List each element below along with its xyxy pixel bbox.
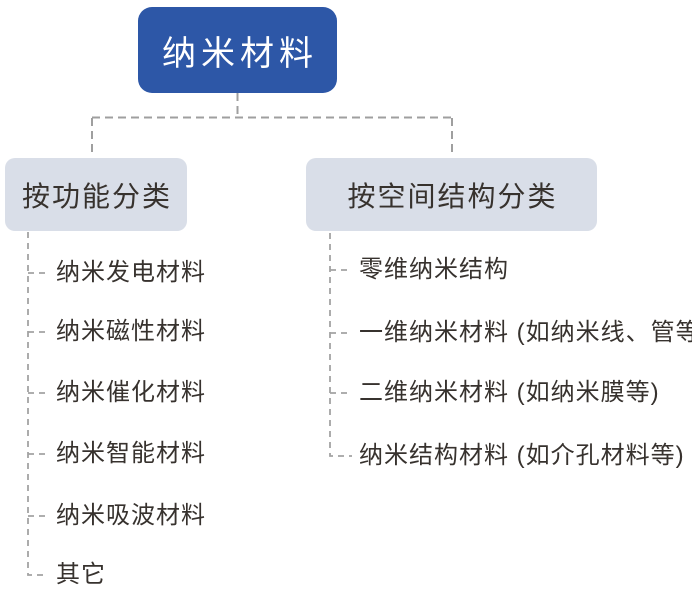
leaf-item: 纳米吸波材料 (56, 502, 206, 529)
leaf-item: 纳米磁性材料 (56, 318, 206, 345)
leaf-item: 纳米结构材料 (如介孔材料等) (359, 442, 685, 469)
leaf-item: 其它 (56, 561, 106, 588)
root-node-label: 纳米材料 (162, 34, 318, 73)
branch-header-by-function: 按功能分类 (5, 158, 187, 231)
leaf-item: 一维纳米材料 (如纳米线、管等) (359, 319, 692, 346)
leaf-item: 纳米发电材料 (56, 259, 206, 286)
branch-header-label: 按功能分类 (21, 180, 172, 212)
leaf-item: 纳米智能材料 (56, 440, 206, 467)
branch-header-label: 按空间结构分类 (347, 180, 558, 212)
leaf-item: 零维纳米结构 (359, 256, 509, 283)
leaf-item: 二维纳米材料 (如纳米膜等) (359, 379, 660, 406)
right-branch-spine (329, 233, 352, 457)
branch-header-by-spatial-structure: 按空间结构分类 (306, 158, 597, 231)
leaf-item: 纳米催化材料 (56, 379, 206, 406)
left-branch-spine (27, 232, 48, 576)
root-node-nanomaterials: 纳米材料 (138, 7, 337, 93)
